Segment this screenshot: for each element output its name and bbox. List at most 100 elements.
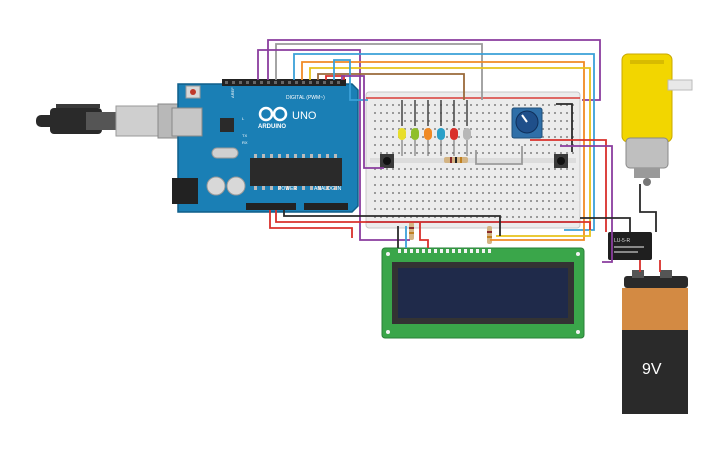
breadboard-hole	[554, 176, 556, 178]
battery-voltage-label: 9V	[642, 361, 662, 378]
breadboard-hole	[488, 176, 490, 178]
breadboard-hole	[464, 120, 466, 122]
breadboard-hole	[452, 176, 454, 178]
breadboard-hole	[380, 104, 382, 106]
breadboard-hole	[548, 176, 550, 178]
breadboard-hole	[386, 200, 388, 202]
breadboard-hole	[572, 128, 574, 130]
breadboard-hole	[488, 208, 490, 210]
breadboard-hole	[416, 208, 418, 210]
wire-red-power	[275, 210, 591, 230]
breadboard-hole	[566, 184, 568, 186]
breadboard-hole	[494, 144, 496, 146]
breadboard-hole	[398, 152, 400, 154]
breadboard-hole	[386, 144, 388, 146]
breadboard-hole	[458, 112, 460, 114]
breadboard-hole	[566, 104, 568, 106]
breadboard-hole	[560, 152, 562, 154]
led[interactable]	[450, 100, 458, 156]
led[interactable]	[398, 100, 406, 156]
breadboard-hole	[482, 120, 484, 122]
breadboard-hole	[518, 208, 520, 210]
potentiometer[interactable]	[511, 107, 543, 139]
led[interactable]	[411, 100, 419, 156]
breadboard-hole	[428, 176, 430, 178]
breadboard-hole	[500, 104, 502, 106]
breadboard-hole	[524, 200, 526, 202]
breadboard-hole	[374, 176, 376, 178]
breadboard-hole	[560, 176, 562, 178]
push-button-right[interactable]	[554, 154, 568, 168]
breadboard-hole	[482, 208, 484, 210]
analog-header	[304, 203, 348, 210]
breadboard-hole	[506, 112, 508, 114]
breadboard-hole	[566, 144, 568, 146]
breadboard-hole	[410, 120, 412, 122]
breadboard-hole	[512, 200, 514, 202]
breadboard-hole	[560, 200, 562, 202]
lcd-pin	[464, 249, 467, 253]
breadboard-hole	[380, 216, 382, 218]
digital-label: DIGITAL (PWM~)	[286, 95, 325, 101]
dc-motor[interactable]	[621, 53, 693, 186]
breadboard-hole	[470, 200, 472, 202]
led[interactable]	[463, 100, 471, 156]
breadboard-hole	[374, 136, 376, 138]
breadboard-hole	[380, 176, 382, 178]
breadboard-hole	[476, 168, 478, 170]
breadboard-hole	[404, 152, 406, 154]
breadboard-hole	[470, 192, 472, 194]
breadboard-hole	[548, 168, 550, 170]
breadboard-hole	[542, 104, 544, 106]
wire-black-pot	[556, 103, 573, 152]
tx-label: TX	[242, 133, 247, 138]
breadboard-hole	[476, 112, 478, 114]
breadboard-hole	[386, 104, 388, 106]
arduino-board[interactable]: ARDUINO UNO DIGITAL (PWM~) POWER ANALOG …	[171, 79, 359, 213]
breadboard-hole	[398, 200, 400, 202]
breadboard-hole	[512, 144, 514, 146]
breadboard-hole	[572, 120, 574, 122]
breadboard-hole	[512, 216, 514, 218]
breadboard-hole	[482, 168, 484, 170]
breadboard-hole	[500, 208, 502, 210]
breadboard-hole	[542, 144, 544, 146]
breadboard-hole	[470, 216, 472, 218]
lcd-pin	[410, 249, 413, 253]
breadboard-hole	[410, 152, 412, 154]
breadboard-hole	[470, 144, 472, 146]
battery-9v[interactable]: 9V	[622, 270, 688, 414]
lcd-display[interactable]	[381, 247, 585, 339]
wire-purple-relay	[560, 145, 613, 263]
breadboard-hole	[560, 216, 562, 218]
breadboard-hole	[482, 192, 484, 194]
relay-module[interactable]: LU-5-R	[608, 232, 652, 260]
breadboard-hole	[428, 168, 430, 170]
push-button-left[interactable]	[380, 154, 394, 168]
breadboard-hole	[494, 200, 496, 202]
led[interactable]	[424, 100, 432, 156]
capacitor	[206, 176, 226, 196]
led[interactable]	[437, 100, 445, 156]
breadboard-hole	[566, 208, 568, 210]
breadboard-hole	[452, 216, 454, 218]
breadboard-hole	[416, 112, 418, 114]
breadboard-hole	[470, 128, 472, 130]
breadboard-hole	[374, 168, 376, 170]
breadboard-hole	[566, 168, 568, 170]
breadboard[interactable]	[365, 91, 581, 229]
breadboard-hole	[554, 152, 556, 154]
breadboard-hole	[476, 216, 478, 218]
breadboard-hole	[554, 184, 556, 186]
breadboard-hole	[560, 128, 562, 130]
breadboard-hole	[554, 128, 556, 130]
breadboard-hole	[512, 152, 514, 154]
breadboard-hole	[518, 200, 520, 202]
breadboard-hole	[374, 208, 376, 210]
breadboard-hole	[566, 176, 568, 178]
breadboard-hole	[536, 192, 538, 194]
relay-label: LU-5-R	[614, 238, 631, 244]
wire-black-gnd	[283, 210, 501, 236]
breadboard-hole	[374, 192, 376, 194]
breadboard-hole	[494, 136, 496, 138]
